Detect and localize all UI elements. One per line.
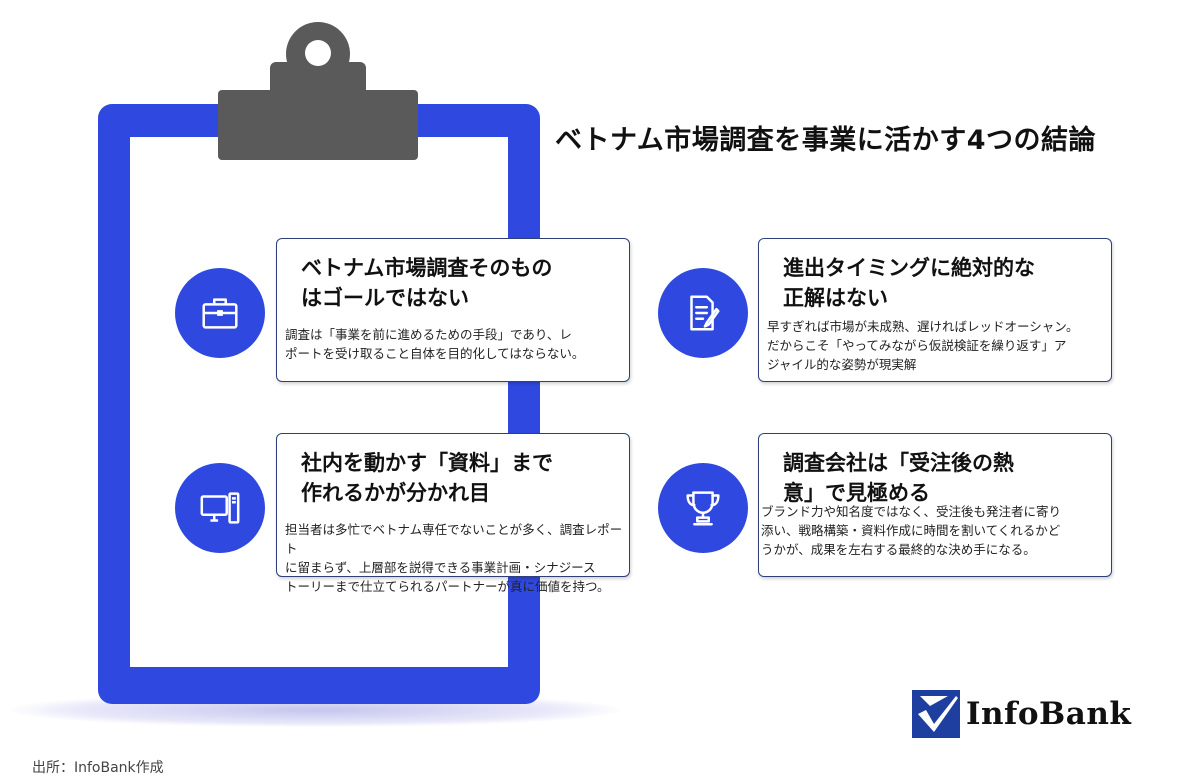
clipboard-paper [130,137,508,667]
source-note: 出所：InfoBank作成 [32,760,164,776]
card-title: ベトナム市場調査そのもの はゴールではない [301,256,553,310]
main-title: ベトナム市場調査を事業に活かす4つの結論 [555,125,1096,156]
clipboard-clip-hole [305,40,331,66]
conclusion-card-4: 調査会社は「受注後の熱 意」で見極める ブランド力や知名度ではなく、受注後も発注… [758,433,1112,577]
conclusion-card-3: 社内を動かす「資料」まで 作れるかが分かれ目 担当者は多忙でベトナム専任でないこ… [276,433,630,594]
card-title: 社内を動かす「資料」まで 作れるかが分かれ目 [301,451,553,505]
computer-icon [175,463,265,553]
conclusion-card-1: ベトナム市場調査そのもの はゴールではない 調査は「事業を前に進めるための手段」… [276,238,630,382]
card-body: ブランド力や知名度ではなく、受注後も発注者に寄り 添い、戦略構築・資料作成に時間… [761,504,1062,557]
card-body: 担当者は多忙でベトナム専任でないことが多く、調査レポート に留まらず、上層部を説… [285,522,623,594]
card-body: 早すぎれば市場が未成熟、遅ければレッドオーシャン。 だからこそ「やってみながら仮… [767,319,1079,372]
card-title: 調査会社は「受注後の熱 意」で見極める [783,451,1014,505]
infobank-logo: InfoBank [912,688,1162,740]
card-title: 進出タイミングに絶対的な 正解はない [783,256,1035,310]
conclusion-card-2: 進出タイミングに絶対的な 正解はない 早すぎれば市場が未成熟、遅ければレッドオー… [758,238,1112,382]
logo-text: InfoBank [966,696,1132,732]
card-body: 調査は「事業を前に進めるための手段」であり、レ ポートを受け取ること自体を目的化… [285,327,585,361]
clipboard-clip-plate [218,90,418,160]
briefcase-icon [175,268,265,358]
document-pen-icon [658,268,748,358]
trophy-icon [658,463,748,553]
checkmark-logo-icon [912,690,960,738]
